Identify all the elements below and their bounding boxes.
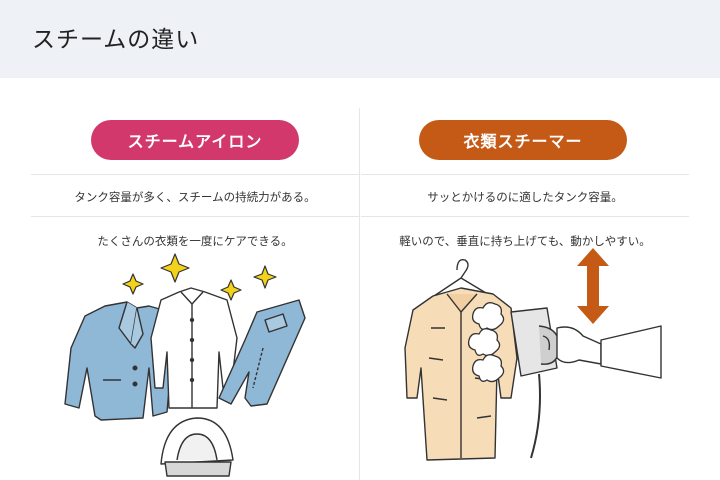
shirt-icon <box>150 287 238 409</box>
up-down-arrow-icon <box>577 248 609 324</box>
steam-iron-label: スチームアイロン <box>91 120 299 160</box>
jacket-icon <box>64 301 172 421</box>
page-header: スチームの違い <box>0 0 720 78</box>
garment-steamer-feature-mobility: 軽いので、垂直に持ち上げても、動かしやすい。 <box>399 234 651 248</box>
garment-steamer-column: 衣類スチーマー サッとかけるのに適したタンク容量。 軽いので、垂直に持ち上げても… <box>361 78 689 480</box>
hand-icon <box>556 325 662 379</box>
row-divider <box>361 174 689 175</box>
clothes-and-iron-illustration <box>64 253 306 477</box>
row-divider <box>31 216 359 217</box>
jeans-icon <box>218 299 306 407</box>
steam-cloud-icon <box>467 302 505 383</box>
garment-steamer-label: 衣類スチーマー <box>419 120 627 160</box>
garment-steamer-feature-tank: サッとかけるのに適したタンク容量。 <box>427 190 623 204</box>
garment-steamer-icon <box>510 307 560 459</box>
row-divider <box>361 216 689 217</box>
garment-steamer-illustration <box>404 248 662 461</box>
column-divider <box>359 108 360 480</box>
steam-iron-icon <box>160 417 234 477</box>
row-divider <box>31 174 359 175</box>
steam-iron-feature-tank: タンク容量が多く、スチームの持続力がある。 <box>74 190 316 204</box>
steam-iron-column: スチームアイロン タンク容量が多く、スチームの持続力がある。 たくさんの衣類を一… <box>31 78 359 480</box>
page-title: スチームの違い <box>32 27 200 53</box>
sparkle-icon <box>122 253 277 301</box>
steam-iron-feature-capacity: たくさんの衣類を一度にケアできる。 <box>97 234 293 248</box>
